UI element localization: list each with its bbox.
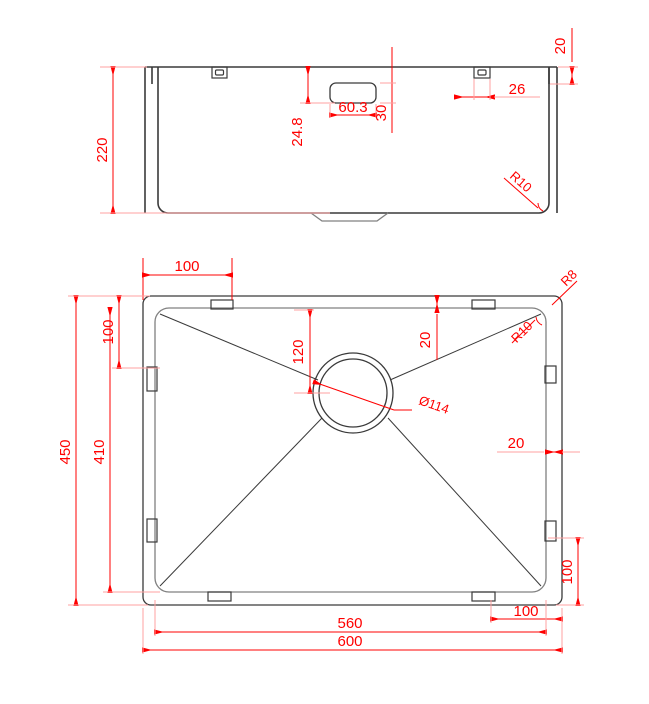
dim-label-100-left: 100 <box>100 319 117 344</box>
plan-clip-top-left <box>210 299 234 310</box>
dim-label-30: 30 <box>373 105 390 122</box>
dim-plan-r8: R8 <box>551 267 580 306</box>
dim-label-20-front: 20 <box>552 38 569 55</box>
dim-front-height-220: 220 <box>94 66 330 214</box>
dim-plan-560: 560 <box>154 600 547 636</box>
dim-label-26: 26 <box>509 81 526 98</box>
dim-front-30: 30 <box>373 47 396 133</box>
dim-plan-100-right: 100 <box>548 537 584 606</box>
dim-plan-410: 410 <box>91 307 160 593</box>
dim-plan-r10: R10 <box>508 316 543 346</box>
plan-inner-bowl <box>154 307 547 593</box>
dim-label-120: 120 <box>290 339 307 364</box>
dim-label-20-plan-right: 20 <box>508 435 525 452</box>
plan-outer-rim <box>142 295 563 606</box>
plan-clip-top-right <box>471 299 496 310</box>
dim-plan-450: 450 <box>57 295 148 606</box>
front-view-clip-right <box>473 66 491 79</box>
dim-label-450: 450 <box>57 439 74 464</box>
dim-label-r8-plan: R8 <box>558 267 580 289</box>
dim-label-20-plan-top: 20 <box>417 332 434 349</box>
dim-plan-20-top: 20 <box>417 295 440 360</box>
plan-clip-left-upper <box>146 366 158 392</box>
dim-plan-100-bottom: 100 <box>490 600 563 623</box>
front-view-bottom-trough <box>310 212 389 222</box>
plan-clip-bottom-left <box>207 591 232 602</box>
dim-label-410: 410 <box>91 439 108 464</box>
dim-label-60-3: 60.3 <box>338 99 367 116</box>
plan-clip-right-lower <box>544 520 557 542</box>
dim-front-24-8: 24.8 <box>289 66 335 147</box>
dim-front-20: 20 <box>550 28 578 85</box>
dim-label-r10-plan: R10 <box>508 318 535 345</box>
dim-front-60-3: 60.3 <box>329 99 377 118</box>
dim-label-100-right: 100 <box>559 559 576 584</box>
dim-label-100-bottom: 100 <box>513 603 538 620</box>
dim-label-dia114: Ø114 <box>417 393 451 417</box>
front-view-clip-left <box>211 66 228 79</box>
dim-plan-600: 600 <box>142 608 563 654</box>
plan-top-view: 100 100 450 410 120 <box>57 258 584 654</box>
plan-bowl-slope-lines <box>159 313 542 587</box>
dim-label-560: 560 <box>337 615 362 632</box>
dim-label-r10-front: R10 <box>507 168 535 195</box>
plan-clip-right-upper <box>544 365 557 384</box>
plan-clip-left-lower <box>146 518 158 543</box>
dim-plan-100-top: 100 <box>142 258 233 300</box>
dim-front-r10: R10 <box>503 168 544 212</box>
plan-clip-bottom-right <box>471 591 496 602</box>
dim-plan-20-right: 20 <box>497 435 580 455</box>
front-elevation-view: 220 24.8 60.3 30 26 <box>94 28 578 222</box>
dim-label-24-8: 24.8 <box>289 117 306 146</box>
faucet-cutout <box>329 82 377 104</box>
dim-front-26: 26 <box>454 79 540 100</box>
front-view-outline <box>144 66 558 214</box>
dim-label-600: 600 <box>337 633 362 650</box>
dim-plan-100-left: 100 <box>100 295 160 369</box>
dim-label-220: 220 <box>94 137 111 162</box>
dim-plan-dia114: Ø114 <box>312 379 451 417</box>
dim-label-100-top: 100 <box>174 258 199 275</box>
dim-plan-120: 120 <box>290 309 330 394</box>
